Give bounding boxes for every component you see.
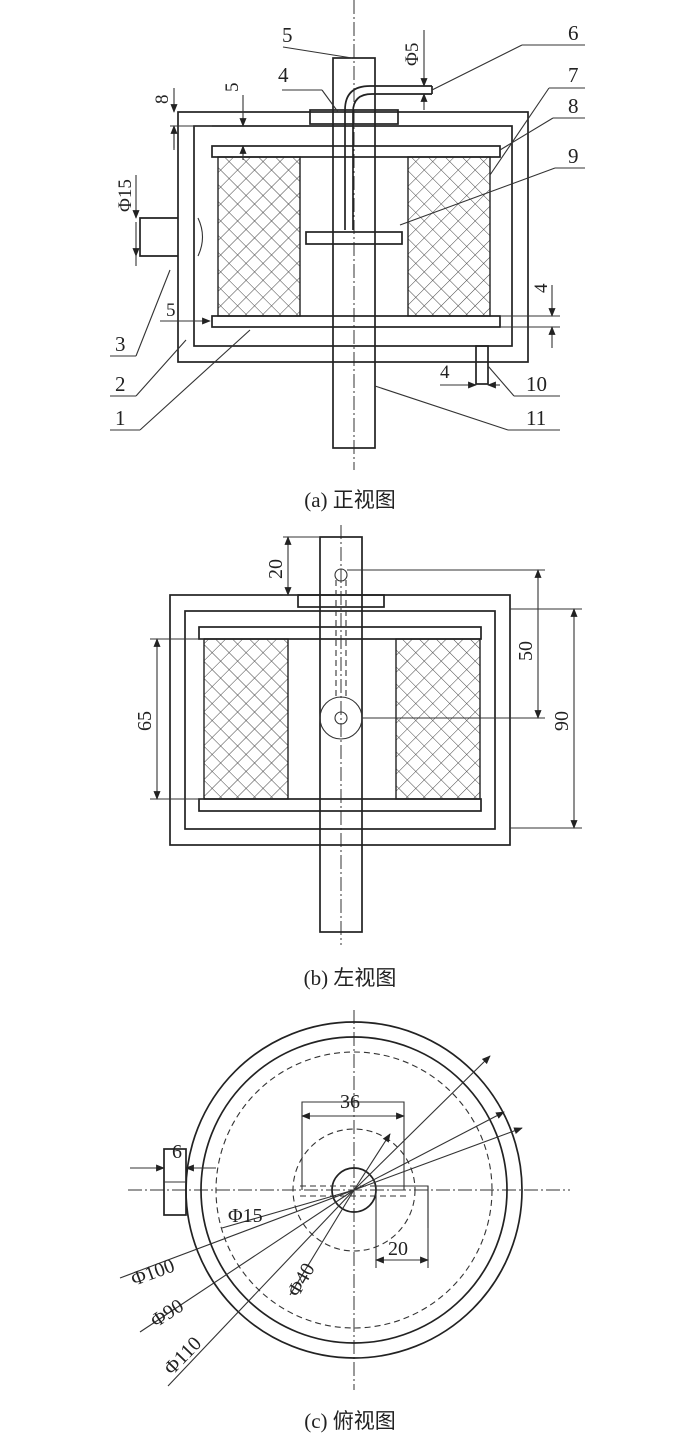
- filter-media-right: [407, 156, 491, 317]
- baffle-disc: [305, 231, 403, 245]
- dim-outlet-top: 5: [222, 83, 243, 93]
- part-label-4: 4: [278, 63, 289, 87]
- top-view: 36 6 20 Φ15 Φ40 Φ100 Φ90 Φ110: [119, 1010, 570, 1390]
- top-small-box: [376, 1185, 429, 1228]
- part-label-11: 11: [526, 406, 546, 430]
- dim-filter-height: 65: [134, 711, 156, 731]
- filter-media-left: [217, 156, 301, 317]
- part-label-5: 5: [282, 23, 293, 47]
- leader-lines: [110, 44, 585, 431]
- dim-d110: Φ110: [160, 1333, 206, 1380]
- top-dimension-lines: [119, 1055, 523, 1387]
- dim-bottom-plate: 4: [531, 283, 552, 293]
- side-inner-housing: [184, 610, 496, 830]
- top-plate: [211, 145, 501, 158]
- top-box: [301, 1101, 405, 1190]
- dim-box-width: 36: [340, 1091, 360, 1113]
- part-label-8: 8: [568, 94, 579, 118]
- top-view-caption: (c) 俯视图: [304, 1409, 396, 1433]
- part-label-10: 10: [526, 372, 547, 396]
- side-bottom-plate: [198, 798, 482, 812]
- side-lid-boss: [297, 594, 385, 608]
- circle-d90: [215, 1051, 493, 1329]
- part-label-3: 3: [115, 332, 126, 356]
- dim-drain: 4: [440, 362, 450, 383]
- dim-d100: Φ100: [128, 1255, 177, 1291]
- dim-inlet-len: 6: [172, 1141, 182, 1163]
- side-dimension-lines: [150, 536, 582, 829]
- outlet-tube: [344, 85, 432, 230]
- part-label-1: 1: [115, 406, 126, 430]
- dim-body-height: 90: [551, 711, 573, 731]
- dim-small-width: 20: [388, 1238, 408, 1260]
- central-shaft: [332, 57, 376, 449]
- dim-tube-dia: Φ5: [402, 43, 423, 66]
- part-label-6: 6: [568, 21, 579, 45]
- side-view: 20 50 90 65: [134, 525, 582, 945]
- part-label-7: 7: [568, 63, 579, 87]
- side-tube-top-hole: [334, 568, 348, 582]
- dim-wall-top: 8: [152, 95, 173, 105]
- part-label-2: 2: [115, 372, 126, 396]
- side-top-plate: [198, 626, 482, 640]
- dim-d15: Φ15: [228, 1205, 263, 1227]
- side-shaft: [319, 536, 363, 933]
- front-view: 5 4 6 7 8 9 3 2 1 10 11 5 8 Φ15 5 4 4 Φ5: [110, 0, 585, 470]
- front-view-caption: (a) 正视图: [304, 488, 396, 512]
- part-label-9: 9: [568, 144, 579, 168]
- side-filter-right: [395, 638, 481, 800]
- side-view-caption: (b) 左视图: [303, 966, 397, 990]
- circle-d40: [292, 1128, 416, 1252]
- circle-d100: [200, 1036, 508, 1344]
- dim-d90: Φ90: [147, 1295, 188, 1332]
- drain-pipe: [475, 345, 489, 385]
- dim-d40: Φ40: [283, 1260, 319, 1301]
- lid-boss: [309, 109, 399, 125]
- side-filter-left: [203, 638, 289, 800]
- dim-inlet-dia: Φ15: [115, 179, 136, 212]
- dim-tube-drop: 50: [515, 641, 537, 661]
- bottom-plate: [211, 315, 501, 328]
- dim-plate-gap-bottom: 5: [166, 300, 176, 321]
- inlet-pipe: [139, 217, 178, 257]
- dimension-lines: [132, 30, 560, 389]
- dim-top-ext: 20: [265, 559, 287, 579]
